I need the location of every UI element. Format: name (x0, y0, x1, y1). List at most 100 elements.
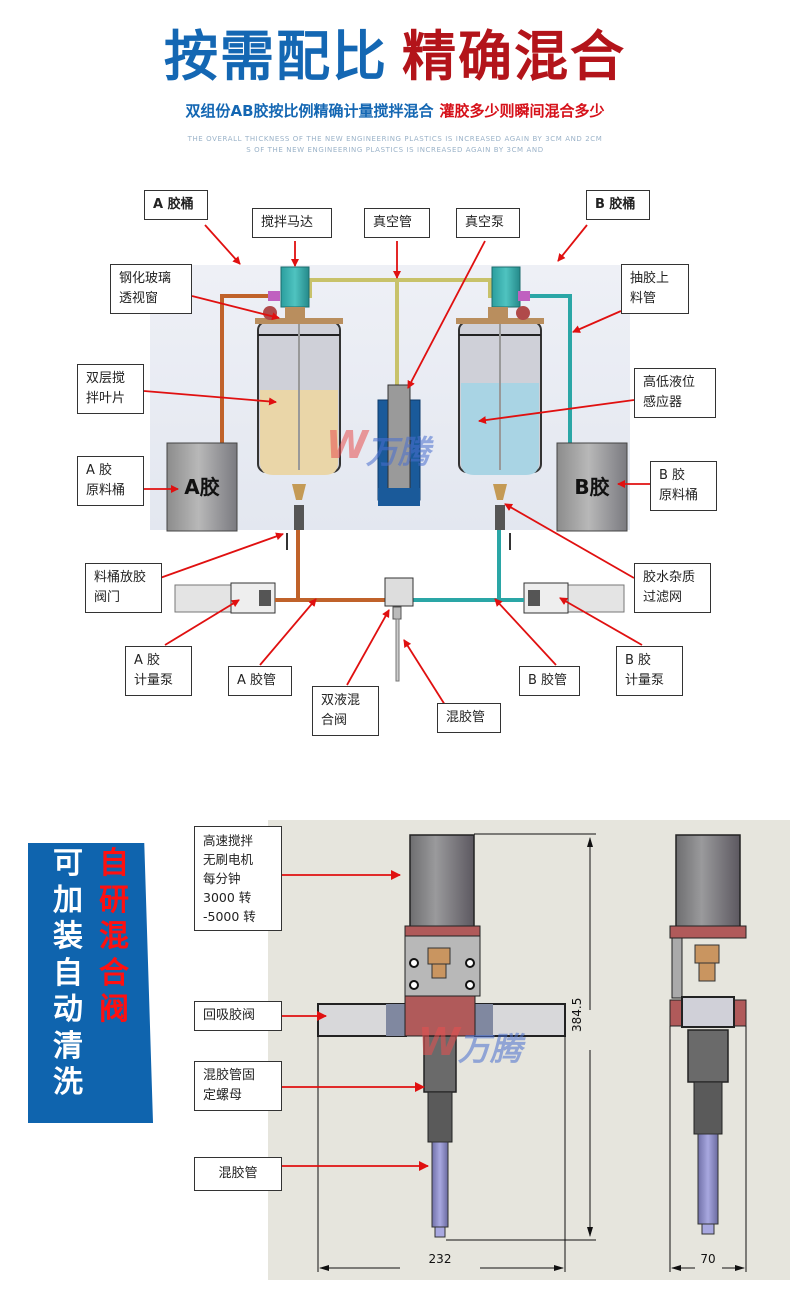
subtitle-part-2: 灌胶多少则瞬间混合多少 (439, 102, 605, 120)
label-line: 料管 (630, 291, 657, 306)
label-line: B 胶 (625, 653, 652, 668)
watermark-latin: W (326, 423, 368, 467)
b-feed-pipe (520, 294, 572, 445)
banner-char: 自 (99, 846, 129, 881)
banner-char: 研 (99, 882, 129, 918)
callout-arrows (143, 224, 650, 706)
label-line: 高速搅拌 (203, 833, 254, 848)
label-line: 感应器 (643, 395, 683, 410)
label-suckback-valve: 回吸胶阀 (194, 1001, 282, 1031)
label-line: 计量泵 (625, 673, 665, 688)
label-line: 无刷电机 (203, 852, 254, 867)
banner-char: 清 (53, 1028, 83, 1064)
banner-char: 合 (99, 955, 129, 991)
label-mix-tube-nut: 混胶管固 定螺母 (194, 1061, 282, 1111)
label-vacuum-pump: 真空泵 (456, 208, 520, 238)
label-mix-tube: 混胶管 (437, 703, 501, 733)
feature-banner (28, 843, 153, 1123)
label-double-blade: 双层搅 拌叶片 (77, 364, 144, 414)
label-drain-valve: 料桶放胶 阀门 (85, 563, 162, 613)
label-vacuum-pipe: 真空管 (364, 208, 430, 238)
banner-text-auto-clean: 可 加 装 自 动 清 洗 (50, 846, 86, 1102)
label-glass-window: 钢化玻璃 透视窗 (110, 264, 192, 314)
banner-char: 可 (53, 846, 83, 881)
banner-char: 加 (53, 882, 83, 918)
b-drum-text: B胶 (574, 475, 610, 499)
mixing-valve (384, 577, 414, 682)
tank-a (255, 266, 343, 475)
side-view (669, 834, 747, 1235)
label-a-raw-drum: A 胶 原料桶 (77, 456, 144, 506)
subtitle-part-1: 双组份AB胶按比例精确计量搅拌混合 (185, 102, 434, 120)
label-a-metering-pump: A 胶 计量泵 (125, 646, 192, 696)
label-line: 双层搅 (86, 371, 126, 386)
label-line: 定螺母 (203, 1088, 243, 1103)
label-line: 抽胶上 (630, 271, 670, 286)
a-feed-pipe (220, 294, 270, 445)
vacuum-pump (377, 384, 421, 506)
label-line: A 胶 (134, 653, 161, 668)
title-part-2: 精确混合 (402, 25, 626, 88)
label-a-tank: A 胶桶 (144, 190, 208, 220)
label-line: 双液混 (321, 693, 361, 708)
label-line: 胶水杂质 (643, 570, 696, 585)
banner-char: 洗 (53, 1065, 83, 1100)
valve-callout-arrows (282, 870, 429, 1171)
dimension-width-side: 70 (700, 1252, 716, 1266)
label-line: 过滤网 (643, 590, 683, 605)
a-metering-pump (174, 582, 276, 614)
label-line: A 胶 (86, 463, 113, 478)
label-b-pipe: B 胶管 (519, 666, 580, 696)
label-mix-tube-2: 混胶管 (194, 1157, 282, 1191)
label-line: 透视窗 (119, 291, 159, 306)
label-line: B 胶 (659, 468, 686, 483)
label-b-tank: B 胶桶 (586, 190, 650, 220)
label-line: 阀门 (94, 590, 121, 605)
b-raw-drum (556, 442, 628, 532)
label-a-pipe: A 胶管 (228, 666, 292, 696)
a-drum-text: A胶 (184, 475, 220, 499)
dimension-width-front: 232 (428, 1252, 452, 1266)
tank-b (456, 266, 544, 475)
a-filter-valve (286, 484, 306, 600)
banner-char: 装 (53, 919, 83, 954)
label-line: 合阀 (321, 713, 348, 728)
label-b-raw-drum: B 胶 原料桶 (650, 461, 717, 511)
english-caption-1: THE OVERALL THICKNESS OF THE NEW ENGINEE… (187, 135, 603, 143)
label-stir-motor: 搅拌马达 (252, 208, 332, 238)
english-caption-2: S OF THE NEW ENGINEERING PLASTICS IS INC… (246, 146, 544, 154)
watermark-logo: 万腾 (366, 433, 431, 471)
label-line: 原料桶 (659, 488, 699, 503)
banner-char: 自 (53, 955, 83, 991)
banner-text-self-developed: 自 研 混 合 阀 (96, 846, 132, 1029)
watermark-latin-2: W (418, 1020, 460, 1064)
title-part-1: 按需配比 (164, 25, 388, 88)
vacuum-pipe (308, 278, 492, 385)
label-line: 3000 转 (203, 890, 252, 905)
page-title: 按需配比精确混合 (0, 22, 790, 92)
system-diagram-drawing (143, 224, 650, 706)
label-level-sensor: 高低液位 感应器 (634, 368, 716, 418)
label-filter: 胶水杂质 过滤网 (634, 563, 711, 613)
label-line: 原料桶 (86, 483, 126, 498)
label-line: 每分钟 (203, 871, 241, 886)
label-line: 混胶管固 (203, 1068, 256, 1083)
banner-char: 混 (99, 919, 129, 954)
label-line: 拌叶片 (86, 391, 126, 406)
b-filter-valve (493, 484, 511, 600)
label-feed-pipe: 抽胶上 料管 (621, 264, 689, 314)
subtitle: 双组份AB胶按比例精确计量搅拌混合灌胶多少则瞬间混合多少 (0, 100, 790, 122)
banner-char: 动 (53, 992, 83, 1027)
label-line: 钢化玻璃 (119, 271, 172, 286)
banner-char: 阀 (99, 992, 129, 1027)
label-brushless-motor: 高速搅拌 无刷电机 每分钟 3000 转 -5000 转 (194, 826, 282, 931)
label-mix-valve: 双液混 合阀 (312, 686, 379, 736)
front-view (317, 834, 566, 1238)
label-line: 计量泵 (134, 673, 174, 688)
dimension-lines (317, 833, 747, 1272)
label-line: 高低液位 (643, 375, 696, 390)
label-line: -5000 转 (203, 909, 256, 924)
dimension-height: 384.5 (570, 997, 584, 1032)
watermark-logo-2: 万腾 (458, 1030, 523, 1068)
